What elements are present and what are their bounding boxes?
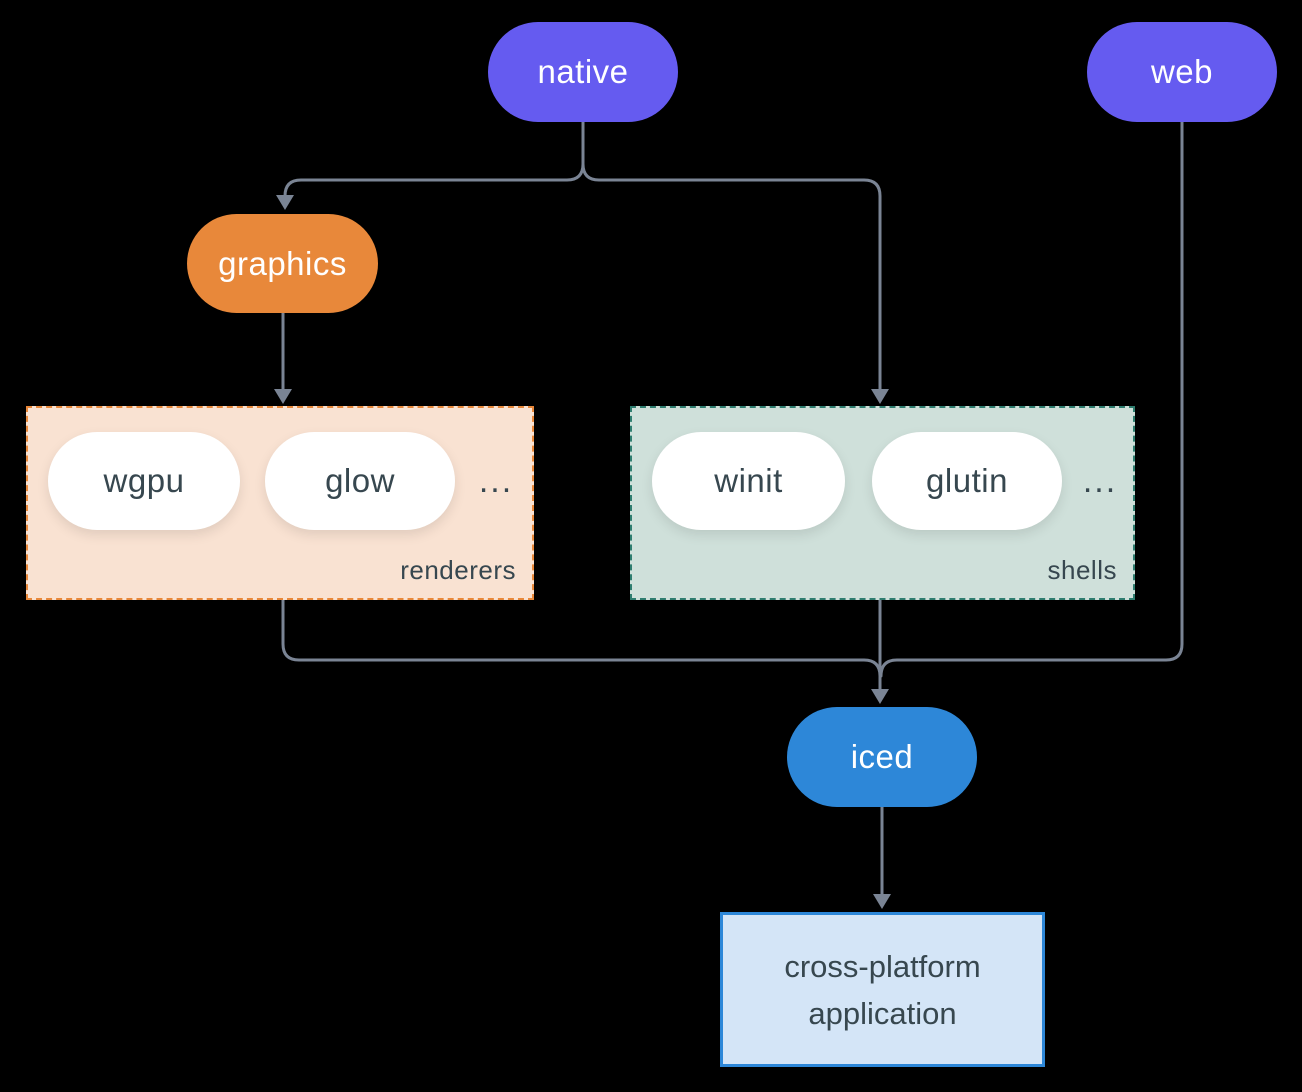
edge-native-to-graphics: [283, 120, 585, 198]
group-shells-label: shells: [1047, 555, 1117, 585]
node-winit-label: winit: [714, 462, 783, 499]
edge-native-to-shells: [581, 162, 882, 392]
arrowhead-into-graphics: [276, 195, 294, 210]
node-glow-label: glow: [325, 462, 395, 499]
node-glow: glow: [265, 432, 455, 530]
node-winit: winit: [652, 432, 845, 530]
arrowhead-into-application: [873, 894, 891, 909]
node-application-label: cross-platform application: [784, 948, 981, 1031]
node-wgpu-label: wgpu: [103, 462, 185, 499]
node-glutin: glutin: [872, 432, 1062, 530]
node-glutin-label: glutin: [926, 462, 1008, 499]
node-iced-label: iced: [850, 738, 914, 775]
node-application: cross-platform application: [720, 912, 1045, 1067]
node-wgpu: wgpu: [48, 432, 240, 530]
arrowhead-into-renderers: [274, 389, 292, 404]
arrowhead-into-shells: [871, 389, 889, 404]
edge-web-to-iced: [879, 120, 1184, 678]
node-web: web: [1087, 22, 1277, 122]
arrowhead-into-iced: [871, 689, 889, 704]
node-graphics-label: graphics: [218, 244, 347, 282]
node-native-label: native: [537, 53, 629, 90]
edge-renderers-to-iced: [281, 598, 882, 678]
renderers-ellipsis: ...: [478, 461, 514, 500]
shells-ellipsis: ...: [1082, 461, 1118, 500]
node-graphics: graphics: [187, 214, 378, 313]
group-renderers-label: renderers: [400, 555, 516, 585]
node-iced: iced: [787, 707, 977, 807]
node-native: native: [488, 22, 678, 122]
node-web-label: web: [1150, 53, 1214, 90]
